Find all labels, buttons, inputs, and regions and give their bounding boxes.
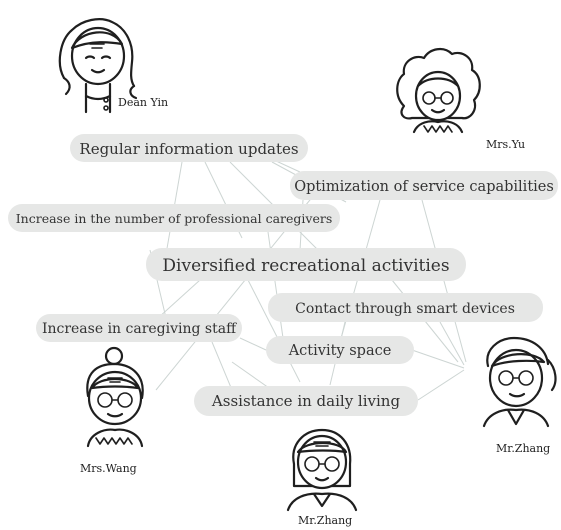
edge: [417, 369, 465, 401]
topic-optimization: Optimization of service capabilities: [290, 171, 558, 200]
topic-label: Increase in caregiving staff: [42, 321, 237, 337]
topic-label: Increase in the number of professional c…: [16, 211, 333, 226]
person-name: Dean Yin: [118, 96, 168, 109]
edge: [211, 341, 233, 391]
person-name: Mrs.Yu: [486, 138, 525, 151]
edge: [267, 231, 284, 339]
topic-label: Assistance in daily living: [211, 392, 401, 410]
avatar-dean-yin: Dean Yin: [58, 18, 168, 114]
person-name: Mr.Zhang: [496, 442, 550, 455]
topic-label: Optimization of service capabilities: [294, 179, 554, 195]
topic-smart-devices: Contact through smart devices: [268, 293, 543, 322]
person-name: Mrs.Wang: [80, 462, 137, 475]
person-name: Mr.Zhang: [298, 514, 352, 527]
topic-professional-caregivers: Increase in the number of professional c…: [8, 204, 340, 232]
edge: [239, 337, 267, 351]
edge: [247, 279, 301, 383]
topic-regular-info: Regular information updates: [70, 134, 308, 162]
edge: [411, 349, 465, 369]
topic-daily-living: Assistance in daily living: [194, 386, 418, 416]
topic-caregiving-staff: Increase in caregiving staff: [36, 314, 242, 342]
edge: [439, 321, 465, 366]
edge: [157, 279, 201, 319]
avatar-mr-zhang-right: Mr.Zhang: [482, 336, 557, 455]
avatar-mr-zhang-bottom: Mr.Zhang: [286, 428, 358, 527]
topic-label: Regular information updates: [79, 140, 298, 158]
avatar-mrs-yu: Mrs.Yu: [396, 48, 525, 151]
topic-activity-space: Activity space: [266, 336, 414, 364]
topic-label: Activity space: [288, 343, 392, 359]
topic-label: Contact through smart devices: [295, 301, 515, 317]
topic-recreational: Diversified recreational activities: [146, 248, 466, 281]
topic-label: Diversified recreational activities: [162, 256, 449, 276]
avatar-mrs-wang: Mrs.Wang: [80, 346, 144, 475]
